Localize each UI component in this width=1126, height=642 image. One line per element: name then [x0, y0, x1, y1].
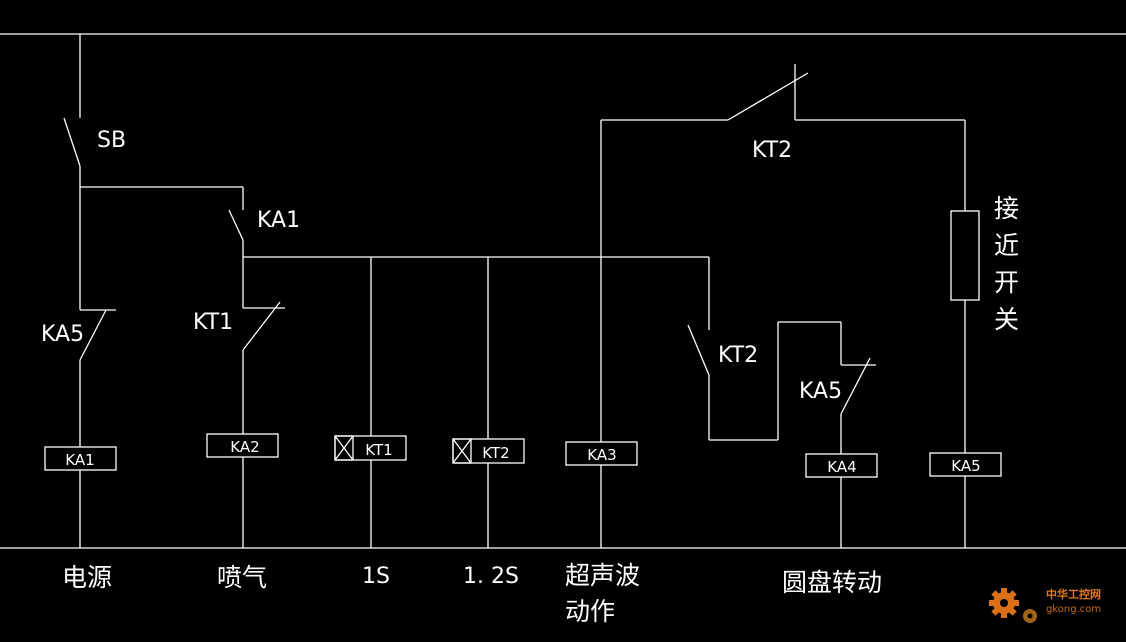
- column-spray: [206, 187, 709, 548]
- sb-switch: [63, 117, 81, 167]
- sensor-label-1: 接: [994, 194, 1019, 223]
- coil-label-ka2: KA2: [230, 438, 259, 456]
- kt2-mid-contact: [687, 324, 710, 376]
- label-kt2-mid: KT2: [718, 343, 758, 368]
- caption-ultrasonic-2: 动作: [565, 597, 615, 626]
- column-kt1: [334, 257, 407, 548]
- column-proximity: [929, 120, 1002, 548]
- coil-label-kt1: KT1: [365, 441, 392, 459]
- coil-label-kt2: KT2: [482, 444, 509, 462]
- caption-1s: 1S: [362, 564, 390, 589]
- ka1-contact: [228, 209, 244, 241]
- coil-label-ka5: KA5: [951, 457, 980, 475]
- watermark-url: gkong.com: [1046, 604, 1101, 615]
- label-kt2-top: KT2: [752, 138, 792, 163]
- caption-1-2s: 1. 2S: [463, 564, 519, 589]
- proximity-switch: [950, 210, 980, 301]
- watermark-name: 中华工控网: [1046, 587, 1101, 601]
- label-kt1: KT1: [193, 310, 233, 335]
- sensor-label-4: 关: [994, 305, 1019, 334]
- watermark: 中华工控网 gkong.com: [989, 587, 1101, 623]
- label-ka5-right: KA5: [799, 379, 842, 404]
- caption-power: 电源: [62, 563, 112, 592]
- caption-disk: 圆盘转动: [782, 568, 882, 597]
- sensor-label-3: 开: [994, 268, 1019, 297]
- label-ka1: KA1: [257, 208, 300, 233]
- column-disk: [687, 257, 878, 548]
- coil-label-ka3: KA3: [587, 446, 616, 464]
- coil-label-ka4: KA4: [827, 458, 856, 476]
- label-sb: SB: [97, 128, 126, 153]
- kt1-contact: [242, 301, 281, 351]
- caption-spray: 喷气: [217, 563, 267, 592]
- kt2-top-contact: [727, 72, 809, 121]
- column-kt2: [452, 257, 525, 548]
- gear-icon: [989, 588, 1019, 618]
- coil-label-ka1: KA1: [65, 451, 94, 469]
- ka5-left-contact: [79, 309, 107, 361]
- sensor-label-2: 近: [994, 231, 1019, 260]
- ka5-right-contact: [840, 357, 871, 415]
- column-power: [44, 34, 243, 548]
- caption-ultrasonic-1: 超声波: [565, 561, 640, 590]
- column-ultrasonic: [565, 64, 965, 548]
- label-ka5-left: KA5: [41, 322, 84, 347]
